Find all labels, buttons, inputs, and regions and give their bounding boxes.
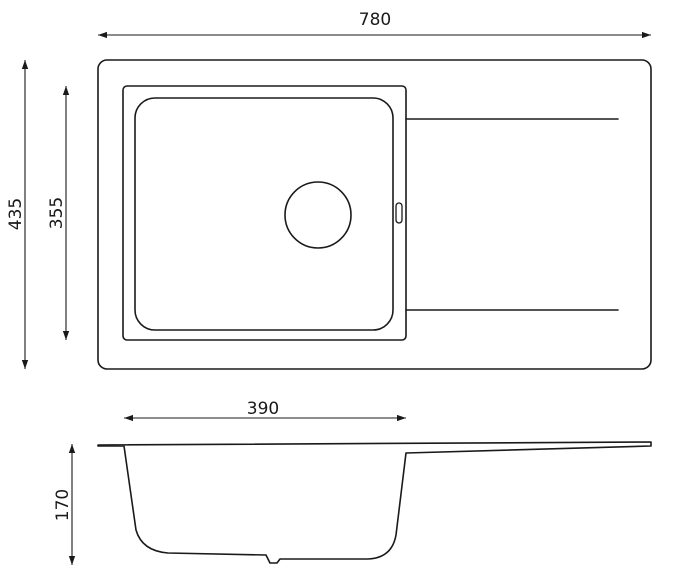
side-profile: [97, 441, 652, 564]
sink-outline: [97, 59, 652, 370]
overflow-slot: [395, 202, 403, 224]
bowl-rim: [122, 85, 407, 341]
dimension-label: 780: [359, 10, 391, 30]
bowl-basin: [134, 97, 394, 331]
dimension-bowl-width: 390: [124, 399, 406, 422]
dimension-bowl-height: 170: [53, 444, 76, 565]
top-view: [97, 59, 652, 370]
dimension-label: 355: [47, 197, 67, 229]
dimension-overall-width: 780: [98, 10, 651, 39]
drain-hole: [284, 181, 352, 249]
dimension-label: 435: [6, 198, 26, 230]
dimension-label: 170: [53, 489, 73, 521]
dimension-overall-depth: 435: [6, 60, 29, 369]
dimension-bowl-depth: 355: [47, 86, 70, 340]
side-view: [97, 441, 652, 564]
dimension-label: 390: [247, 399, 279, 419]
